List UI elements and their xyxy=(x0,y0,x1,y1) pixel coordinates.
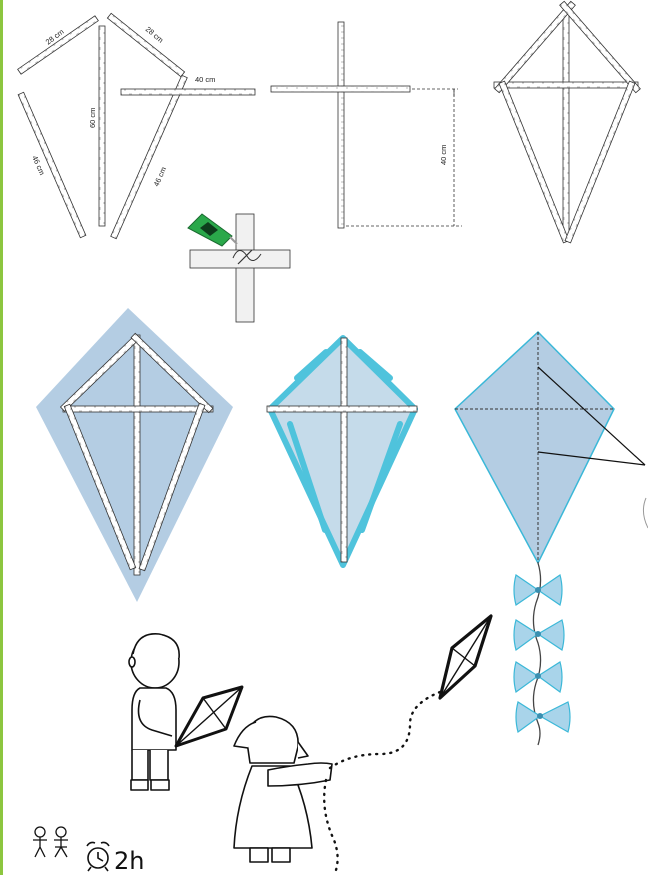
dimension-40-label: 40 cm xyxy=(439,145,448,165)
label-46-right: 46 cm xyxy=(152,165,169,187)
stick-40 xyxy=(120,88,256,96)
stick-28-left xyxy=(17,15,99,75)
label-40: 40 cm xyxy=(195,75,215,84)
step-1-sticks: 28 cm 28 cm 60 cm 46 cm 46 cm 40 cm xyxy=(17,12,256,240)
glue-joint-detail xyxy=(187,213,291,323)
stick-60 xyxy=(98,25,106,227)
glue-bottle-icon xyxy=(187,213,238,247)
step-4-sail xyxy=(36,308,233,602)
kite-string xyxy=(323,690,442,872)
step-3-frame xyxy=(493,0,641,244)
two-children-icon xyxy=(33,826,68,858)
step-5-tape xyxy=(266,335,418,568)
label-46-left: 46 cm xyxy=(30,154,47,176)
stick-28-right xyxy=(106,12,186,78)
step-2-cross: 40 cm xyxy=(270,21,462,229)
boy-figure xyxy=(128,633,180,791)
tail-bows xyxy=(513,574,571,733)
girl-figure xyxy=(233,715,333,863)
duration-label: 2h xyxy=(114,847,144,875)
flying-kite xyxy=(438,614,493,700)
stick-46-right xyxy=(110,74,188,240)
label-60: 60 cm xyxy=(88,108,97,128)
step-6-finished-kite xyxy=(454,330,648,746)
footer: 2h xyxy=(33,826,144,875)
boy-kite xyxy=(174,685,244,748)
stick-46-left xyxy=(17,91,87,239)
alarm-clock-icon xyxy=(86,841,110,872)
children-flying-kites xyxy=(128,633,333,863)
page-left-border xyxy=(0,0,3,875)
